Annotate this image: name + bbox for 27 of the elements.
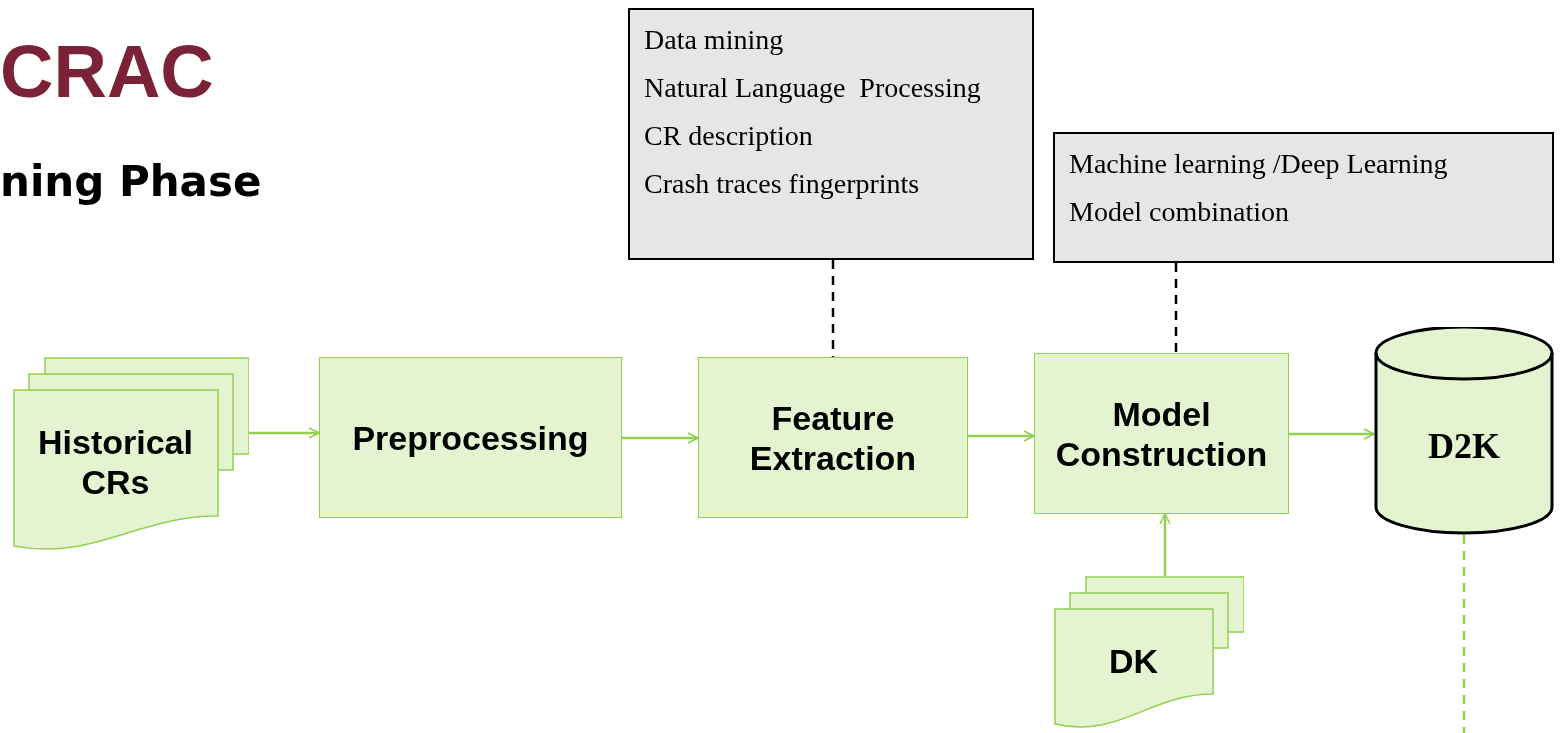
connector-line xyxy=(1174,263,1178,353)
database-cylinder xyxy=(1374,327,1554,535)
note-text: Natural Language Processing xyxy=(644,71,981,105)
box-label: Historical CRs xyxy=(37,422,194,502)
process-box xyxy=(1034,353,1289,514)
arrow xyxy=(1289,428,1375,440)
connector-line xyxy=(1462,535,1466,733)
box-label: D2K xyxy=(1428,426,1500,466)
box-label: Model Construction xyxy=(1054,393,1269,474)
note-text: Data mining xyxy=(644,23,784,57)
note-box xyxy=(1053,132,1554,263)
box-label: Preprocessing xyxy=(351,417,590,458)
note-text: Machine learning /Deep Learning xyxy=(1069,147,1448,181)
process-box xyxy=(319,357,622,518)
arrow xyxy=(249,427,320,439)
arrow xyxy=(1159,513,1171,576)
subtitle: ning Phase xyxy=(0,156,262,208)
note-text: Model combination xyxy=(1069,195,1290,229)
box-label: DK xyxy=(1108,640,1159,681)
arrow xyxy=(968,430,1035,442)
process-box xyxy=(698,357,968,518)
note-text: Crash traces fingerprints xyxy=(644,167,920,201)
arrow xyxy=(622,432,699,444)
note-box xyxy=(628,8,1034,260)
note-text: CR description xyxy=(644,119,813,153)
box-label: Feature Extraction xyxy=(748,397,918,478)
title: CRAC xyxy=(0,30,214,114)
